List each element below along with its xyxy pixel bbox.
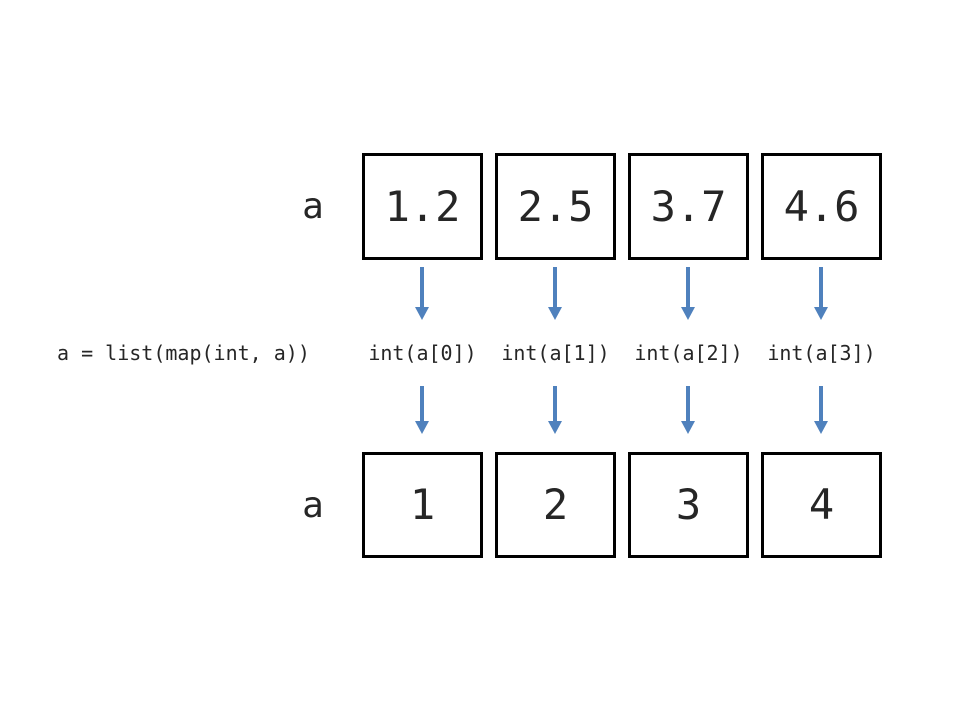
array-cell-bottom-1: 2	[495, 452, 616, 558]
top-array-label: a	[302, 186, 324, 227]
arrow-head	[548, 421, 562, 434]
array-cell-top-1: 2.5	[495, 153, 616, 260]
down-arrow-icon	[548, 267, 562, 320]
array-cell-top-0: 1.2	[362, 153, 483, 260]
arrow-head	[548, 307, 562, 320]
arrow-head	[681, 421, 695, 434]
array-cell-bottom-2: 3	[628, 452, 749, 558]
down-arrow-icon	[681, 386, 695, 434]
down-arrow-icon	[415, 386, 429, 434]
arrow-head	[814, 421, 828, 434]
op-label-1: int(a[1])	[501, 341, 610, 365]
array-cell-bottom-3: 4	[761, 452, 882, 558]
op-label-0: int(a[0])	[368, 341, 477, 365]
arrow-head	[681, 307, 695, 320]
arrow-head	[415, 307, 429, 320]
arrow-shaft	[420, 386, 424, 423]
arrow-shaft	[819, 386, 823, 423]
array-cell-bottom-0: 1	[362, 452, 483, 558]
arrow-shaft	[420, 267, 424, 309]
arrow-shaft	[819, 267, 823, 309]
code-expression: a = list(map(int, a))	[57, 341, 310, 365]
down-arrow-icon	[681, 267, 695, 320]
arrow-shaft	[553, 267, 557, 309]
down-arrow-icon	[548, 386, 562, 434]
array-cell-top-2: 3.7	[628, 153, 749, 260]
arrow-head	[415, 421, 429, 434]
array-cell-top-3: 4.6	[761, 153, 882, 260]
arrow-shaft	[553, 386, 557, 423]
arrow-shaft	[686, 386, 690, 423]
down-arrow-icon	[415, 267, 429, 320]
arrow-head	[814, 307, 828, 320]
op-label-2: int(a[2])	[634, 341, 743, 365]
bottom-array-label: a	[302, 485, 324, 526]
arrow-shaft	[686, 267, 690, 309]
op-label-3: int(a[3])	[767, 341, 876, 365]
down-arrow-icon	[814, 386, 828, 434]
down-arrow-icon	[814, 267, 828, 320]
